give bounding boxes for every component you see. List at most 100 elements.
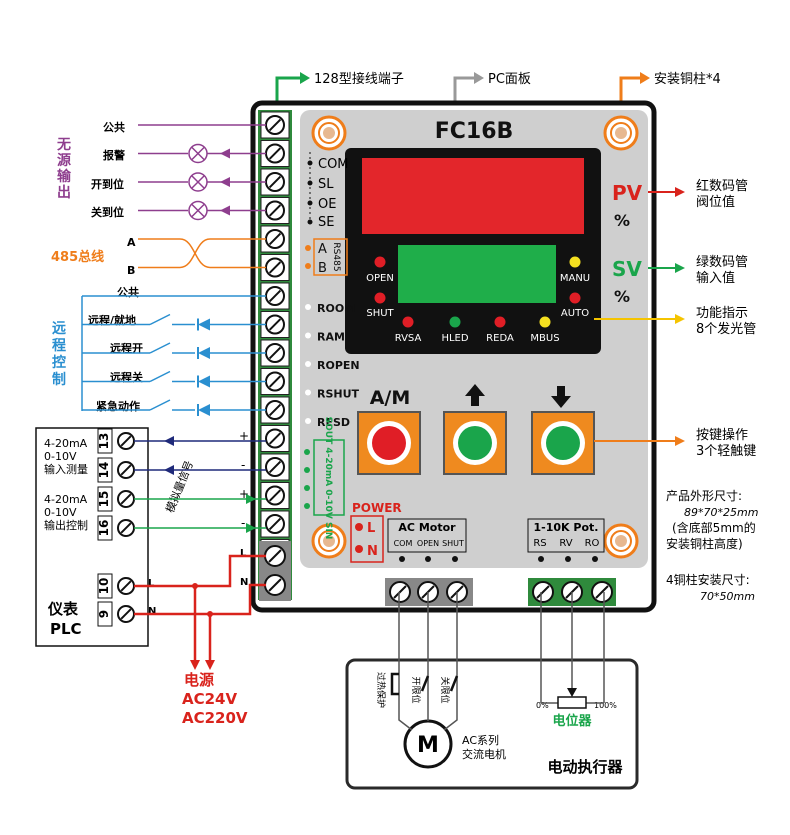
red-tube-label-2: 阀位值 (696, 194, 735, 210)
box-terminal-number: 14 (97, 462, 111, 479)
board-l-label: L (240, 548, 247, 559)
sv-label: SV (612, 257, 642, 281)
remote-terminal-label: ROOM (317, 302, 355, 315)
power-n-wire (134, 583, 266, 616)
remote-title-char-1: 远 (52, 321, 66, 337)
terminal-screw-icon (265, 428, 285, 449)
arrow-icon (205, 660, 215, 670)
mounting-pillar-icon (603, 523, 639, 559)
term-label-sl: SL (318, 177, 334, 192)
diode-icon (197, 347, 210, 359)
dry-item-open: 开到位 (91, 177, 124, 191)
dry-title-char-1: 无 (56, 137, 71, 153)
terminal-screw-icon (265, 286, 285, 306)
plus-15: + (239, 487, 249, 501)
top-callouts: 128型接线端子 PC面板 安装铜柱*4 (275, 71, 721, 103)
pot-100pct: 100% (594, 701, 617, 710)
dry-title-char-4: 出 (57, 184, 71, 201)
down-arrow-icon (551, 386, 571, 408)
lamp-icon (188, 200, 208, 221)
pot-0pct: 0% (536, 701, 549, 710)
arrow-icon (190, 660, 200, 670)
remote-item-close: 远程关 (110, 370, 143, 384)
terminal-callout-label: 128型接线端子 (314, 71, 404, 87)
terminal-screw-icon (265, 457, 285, 477)
remote-terminal-dot (305, 361, 311, 367)
connector-screw-icon (532, 581, 554, 603)
arrow-icon (164, 465, 174, 475)
connector-screw-icon (591, 581, 613, 603)
box-terminal-number: 9 (97, 610, 111, 618)
switch-icon (149, 342, 171, 354)
dry-item-alarm: 报警 (103, 148, 125, 162)
terminal-screw-icon (265, 172, 285, 192)
up-button[interactable] (443, 411, 507, 475)
box-terminal-number: 16 (97, 520, 111, 537)
ac-motor-shut: SHUT (442, 539, 464, 548)
terminal-screw-icon (265, 257, 285, 278)
power-title: POWER (352, 501, 402, 515)
indicator-led-icon (569, 292, 581, 304)
pillar-callout-label: 安装铜柱*4 (654, 72, 721, 87)
motor-letter: M (417, 733, 439, 758)
open-limit-switch-icon (420, 675, 430, 692)
keys-label-1: 按键操作 (696, 427, 748, 443)
rs485-twist (179, 238, 211, 269)
sv-percent: % (614, 287, 630, 306)
diode-icon (197, 318, 210, 331)
mounting-pillar-icon (311, 115, 347, 151)
arrow-icon (220, 205, 230, 216)
minus-16: - (241, 516, 245, 530)
remote-item-open: 远程开 (110, 341, 143, 355)
func-label-2: 8个发光管 (696, 321, 756, 337)
remote-terminal-label: RESD (317, 416, 350, 429)
ac-motor-title: AC Motor (398, 521, 456, 534)
arrow-icon (220, 177, 230, 187)
actuator-box: 电动执行器 电位器 0% 100% M AC系列 交流电机 过热保护 开限位 关… (345, 592, 639, 790)
switch-icon (149, 313, 171, 326)
pv-percent: % (614, 211, 630, 230)
terminal-screw-icon (265, 514, 285, 534)
remote-item-common: 公共 (117, 285, 139, 299)
arrow-icon (164, 436, 174, 446)
am-label: A/M (370, 387, 411, 409)
am-button[interactable] (357, 411, 421, 475)
term-label-com: COM (318, 157, 349, 172)
indicator-label: MBUS (530, 333, 559, 344)
terminal-screw-icon (265, 485, 285, 506)
power-n: N (367, 544, 378, 559)
terminal-screw-icon (264, 545, 286, 567)
shut-limit-label: 关限位 (439, 676, 451, 703)
remote-terminal-dot (305, 332, 311, 339)
box-terminal-number: 10 (97, 578, 111, 595)
mounting-pillar-icon (603, 115, 639, 151)
indicator-led-icon (374, 292, 386, 304)
ac-motor-com: COM (394, 539, 413, 548)
board-n-label: N (240, 577, 248, 588)
remote-title-char-2: 程 (52, 338, 66, 354)
analog-vertical-text: SOUT 4-20mA 0-10V SIN (323, 417, 333, 540)
out-name: 输出控制 (44, 518, 88, 532)
dims-label-4: 安装铜柱高度) (666, 536, 743, 551)
keys-label-2: 3个轻触键 (696, 444, 756, 459)
dry-item-close: 关到位 (91, 205, 124, 219)
left-l-label: L (148, 578, 155, 589)
indicator-label: RVSA (395, 333, 422, 344)
indicator-label: AUTO (561, 308, 589, 319)
up-arrow-icon (465, 384, 485, 406)
power-source-v1: AC24V (182, 690, 237, 708)
term-label-oe: OE (318, 197, 336, 212)
switch-icon (149, 399, 171, 411)
plus-13: + (239, 429, 249, 443)
down-button[interactable] (531, 411, 595, 475)
mounting-pillars (311, 115, 639, 559)
analog-terminal-box: SOUT 4-20mA 0-10V SIN (304, 417, 345, 540)
remote-terminal-label: ROPEN (317, 359, 360, 372)
instrument-box (35, 427, 149, 647)
mounting-pillar-icon (311, 523, 347, 559)
in-range-1: 4-20mA (44, 437, 88, 450)
func-label-1: 功能指示 (696, 306, 748, 321)
